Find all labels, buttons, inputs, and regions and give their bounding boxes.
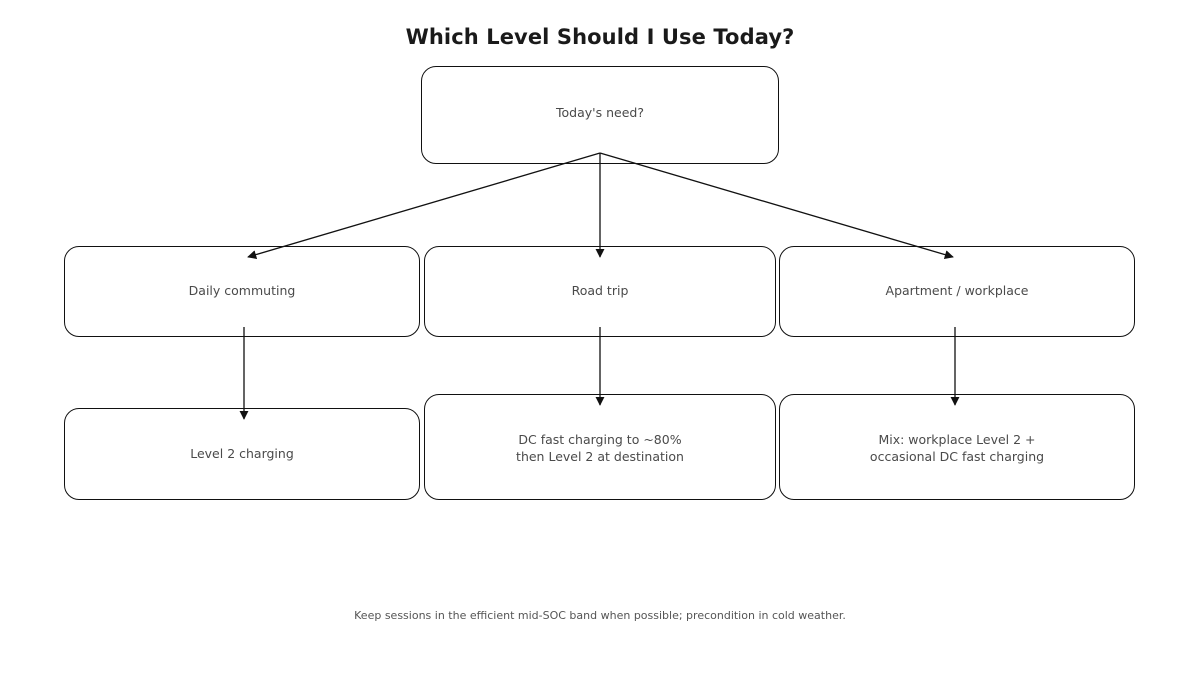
node-branch-road-trip[interactable]: Road trip (424, 246, 776, 337)
node-branch-daily-commuting[interactable]: Daily commuting (64, 246, 420, 337)
node-outcome-mix-workplace[interactable]: Mix: workplace Level 2 + occasional DC f… (779, 394, 1135, 500)
node-outcome-dc-fast-charging-label: DC fast charging to ~80% then Level 2 at… (516, 432, 684, 464)
node-branch-road-trip-label: Road trip (571, 283, 629, 299)
page-title: Which Level Should I Use Today? (405, 25, 795, 49)
node-branch-apartment-workplace-label: Apartment / workplace (885, 283, 1029, 299)
node-outcome-level-2-charging[interactable]: Level 2 charging (64, 408, 420, 500)
node-outcome-level-2-charging-label: Level 2 charging (190, 445, 294, 461)
node-branch-daily-commuting-label: Daily commuting (188, 283, 296, 299)
node-outcome-dc-fast-charging[interactable]: DC fast charging to ~80% then Level 2 at… (424, 394, 776, 500)
edge-root-to-apartment-workplace (599, 152, 954, 260)
node-outcome-mix-workplace-label: Mix: workplace Level 2 + occasional DC f… (869, 432, 1045, 464)
node-branch-apartment-workplace[interactable]: Apartment / workplace (779, 246, 1135, 337)
footnote-text: Keep sessions in the efficient mid-SOC b… (354, 609, 846, 622)
node-root-decision[interactable]: Today's need? (421, 66, 779, 164)
node-root-label: Today's need? (556, 105, 644, 120)
edge-root-to-daily-commuting (247, 152, 601, 260)
